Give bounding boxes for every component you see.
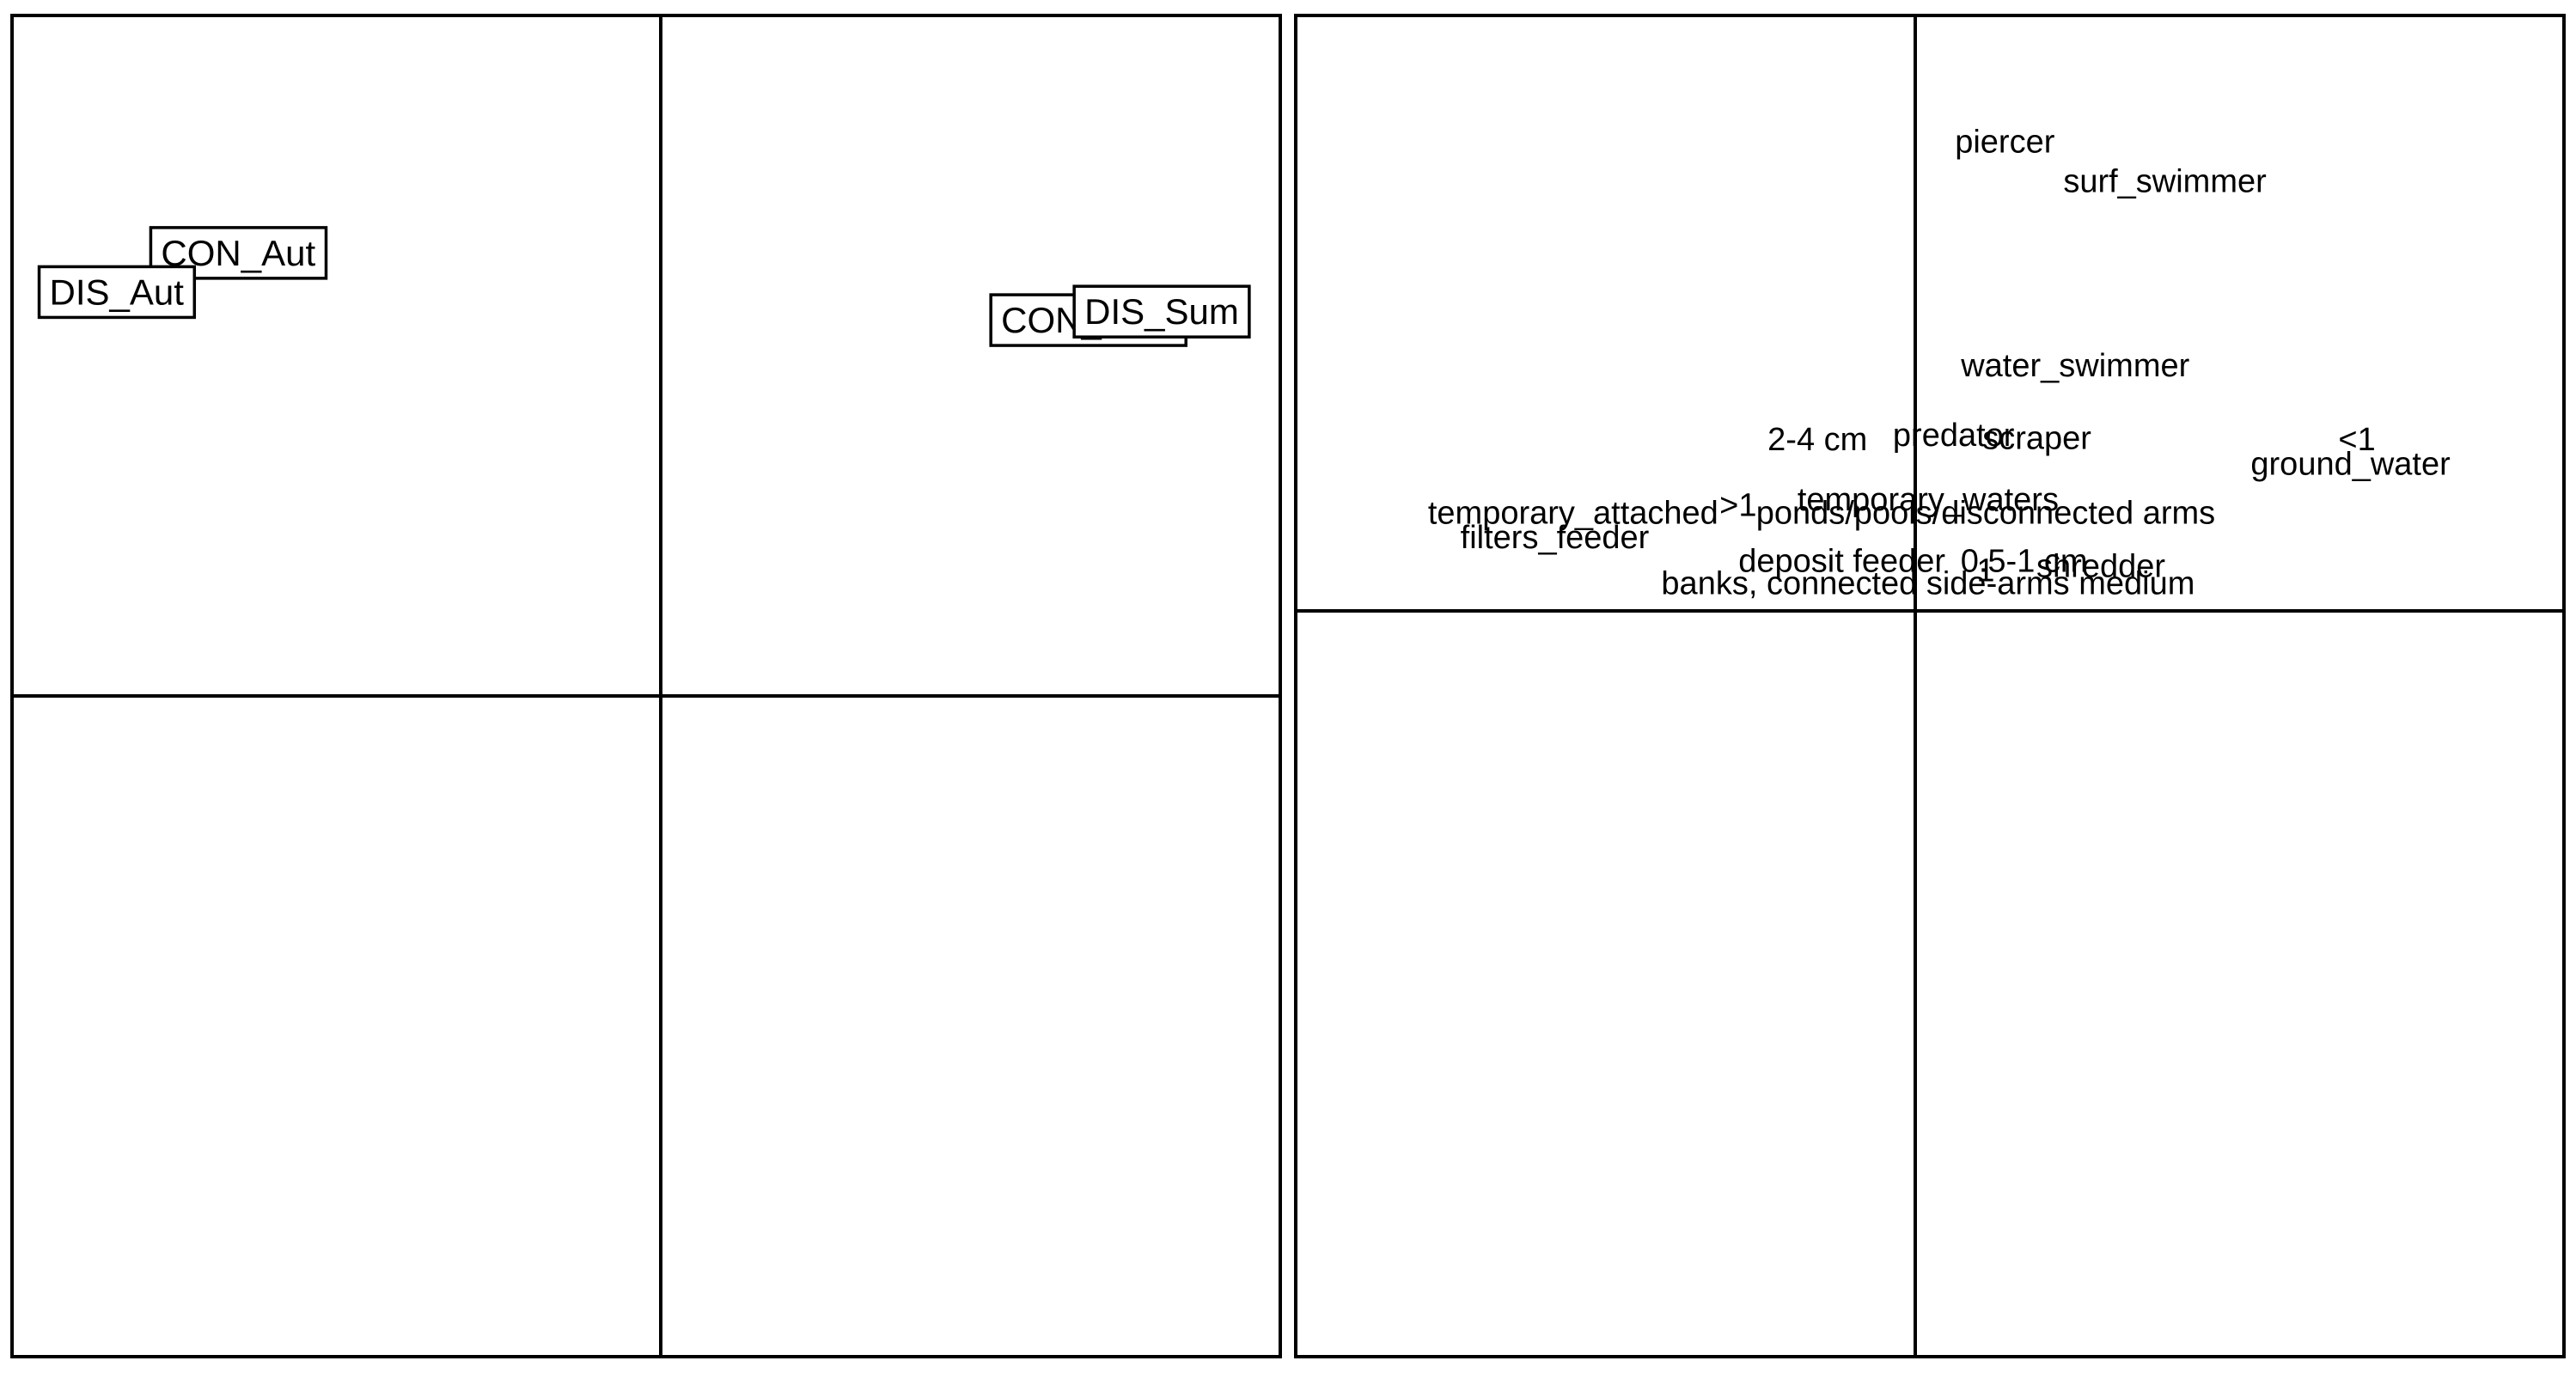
trait-point-ground-water: ground_water bbox=[2250, 446, 2451, 482]
trait-point-1: <1 bbox=[2338, 422, 2375, 458]
site-point-con-aut: CON_Aut bbox=[149, 226, 328, 280]
trait-point-filters-feeder: filters_feeder bbox=[1461, 520, 1650, 556]
site-label-box bbox=[37, 265, 197, 320]
trait-point-shredder: shredder bbox=[2036, 549, 2165, 585]
trait-point-surf-swimmer: surf_swimmer bbox=[2063, 164, 2267, 200]
site-label: DIS_Aut bbox=[50, 272, 185, 312]
site-label-box bbox=[1072, 284, 1251, 339]
trait-point-0-5-1-cm: 0.5-1 cm bbox=[1961, 543, 2088, 579]
trait-point-temporary-attached: temporary_attached bbox=[1428, 496, 1718, 532]
trait-point-piercer: piercer bbox=[1955, 125, 2054, 161]
site-scores-frame bbox=[10, 14, 1282, 1358]
trait-point-temporary-waters: temporary_waters bbox=[1798, 482, 2059, 518]
trait-point-predator: predator bbox=[1893, 418, 2015, 454]
site-point-dis-aut: DIS_Aut bbox=[37, 265, 197, 320]
trait-point-water-swimmer: water_swimmer bbox=[1960, 348, 2189, 384]
trait-scores-frame bbox=[1294, 14, 2566, 1358]
trait-point-2-4-cm: 2-4 cm bbox=[1767, 422, 1867, 458]
site-label: DIS_Sum bbox=[1084, 291, 1239, 332]
trait-point-scraper: scraper bbox=[1982, 420, 2091, 456]
trait-point-1: 1 bbox=[1976, 552, 1994, 589]
site-point-dis-sum: DIS_Sum bbox=[1072, 284, 1251, 339]
trait-point-ponds-pools-disconnected-arms: ponds/pools/disconnected arms bbox=[1756, 496, 2215, 532]
trait-point-deposit-feeder: deposit feeder bbox=[1738, 543, 1945, 579]
trait-point-banks-connected-side-arms-medium: banks, connected side-arms medium bbox=[1661, 565, 2194, 601]
trait-point-1: >1 bbox=[1719, 487, 1756, 523]
site-label-box bbox=[149, 226, 328, 280]
